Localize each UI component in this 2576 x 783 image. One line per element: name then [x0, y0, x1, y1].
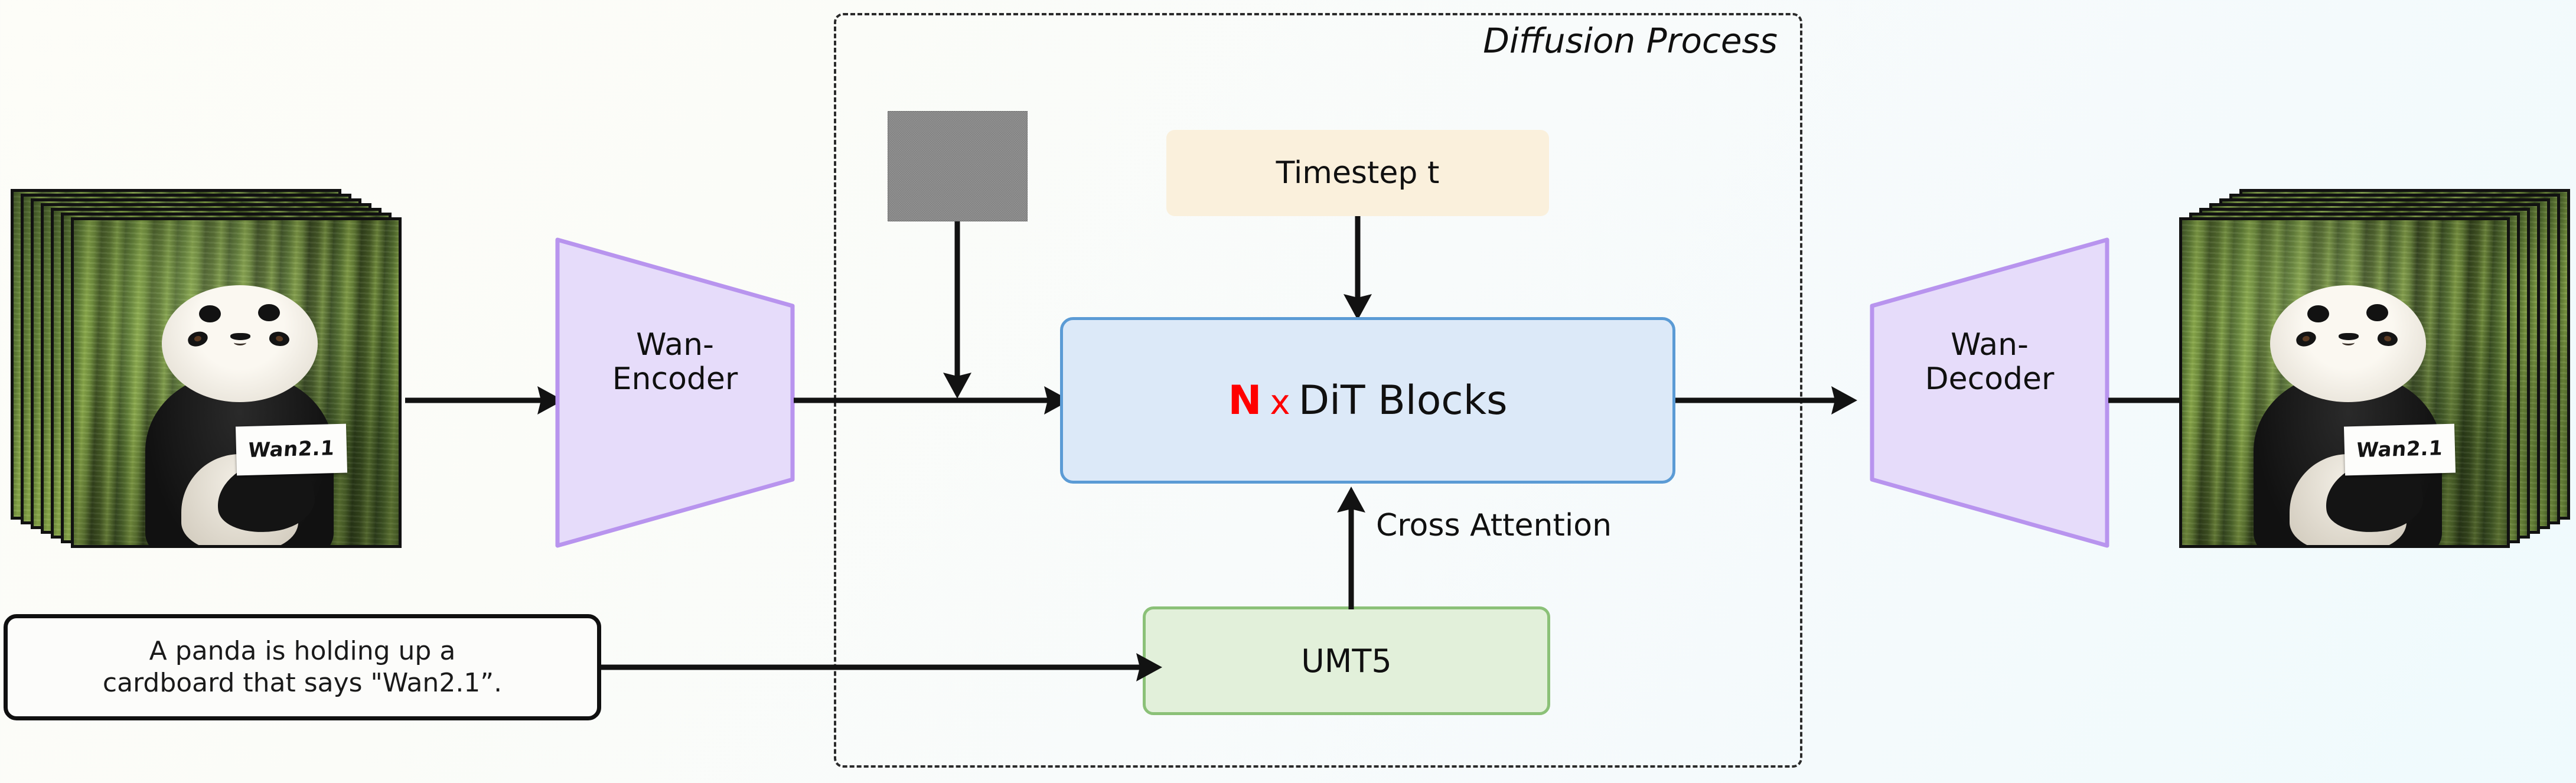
arrow-timestep-to-dit: [1344, 216, 1372, 320]
wan-encoder-label-line2: Encoder: [612, 361, 738, 397]
prompt-box[interactable]: A panda is holding up a cardboard that s…: [4, 614, 601, 720]
arrow-umt5-to-dit: [1337, 487, 1365, 609]
wan-decoder-label-line2: Decoder: [1925, 361, 2055, 397]
input-video-frames: Wan2.1: [11, 189, 412, 567]
timestep-box[interactable]: Timestep t: [1166, 130, 1549, 216]
wan-decoder-label: Wan- Decoder: [1869, 327, 2111, 397]
prompt-line-2: cardboard that says "Wan2.1”.: [102, 668, 503, 698]
arrow-prompt-to-umt5: [601, 653, 1162, 681]
cross-attention-label: Cross Attention: [1376, 508, 1612, 543]
wan-encoder-label-line1: Wan-: [636, 327, 714, 363]
wan-decoder-shape[interactable]: [1869, 236, 2111, 549]
panda-sign-text: Wan2.1: [2355, 436, 2444, 462]
diffusion-process-group: [834, 13, 1802, 768]
arrow-encoder-to-dit: [794, 386, 1070, 415]
wan-encoder-shape[interactable]: [554, 236, 796, 549]
panda-sign-text: Wan2.1: [247, 436, 336, 462]
umt5-box[interactable]: UMT5: [1143, 606, 1550, 715]
umt5-label: UMT5: [1301, 642, 1392, 680]
input-video-top-frame: Wan2.1: [71, 217, 402, 548]
arrow-noise-to-latent-flow: [943, 221, 971, 399]
panda-sign: Wan2.1: [2343, 423, 2456, 475]
wan-encoder-label: Wan- Encoder: [554, 327, 796, 397]
output-video-top-frame: Wan2.1: [2179, 217, 2510, 548]
arrow-input-to-encoder: [405, 386, 563, 415]
diffusion-process-label: Diffusion Process: [1483, 21, 1778, 61]
dit-blocks-count-prefix: N: [1228, 377, 1262, 424]
panda-sign: Wan2.1: [235, 423, 348, 475]
arrow-dit-to-decoder: [1675, 386, 1857, 415]
output-video-frames: Wan2.1: [2179, 189, 2576, 567]
timestep-label: Timestep t: [1276, 155, 1440, 191]
wan-decoder-label-line1: Wan-: [1951, 327, 2029, 363]
gaussian-noise-latent: [888, 111, 1028, 221]
prompt-line-1: A panda is holding up a: [149, 636, 456, 667]
dit-blocks-times-symbol: x: [1270, 381, 1290, 422]
dit-blocks-label: DiT Blocks: [1298, 377, 1508, 424]
